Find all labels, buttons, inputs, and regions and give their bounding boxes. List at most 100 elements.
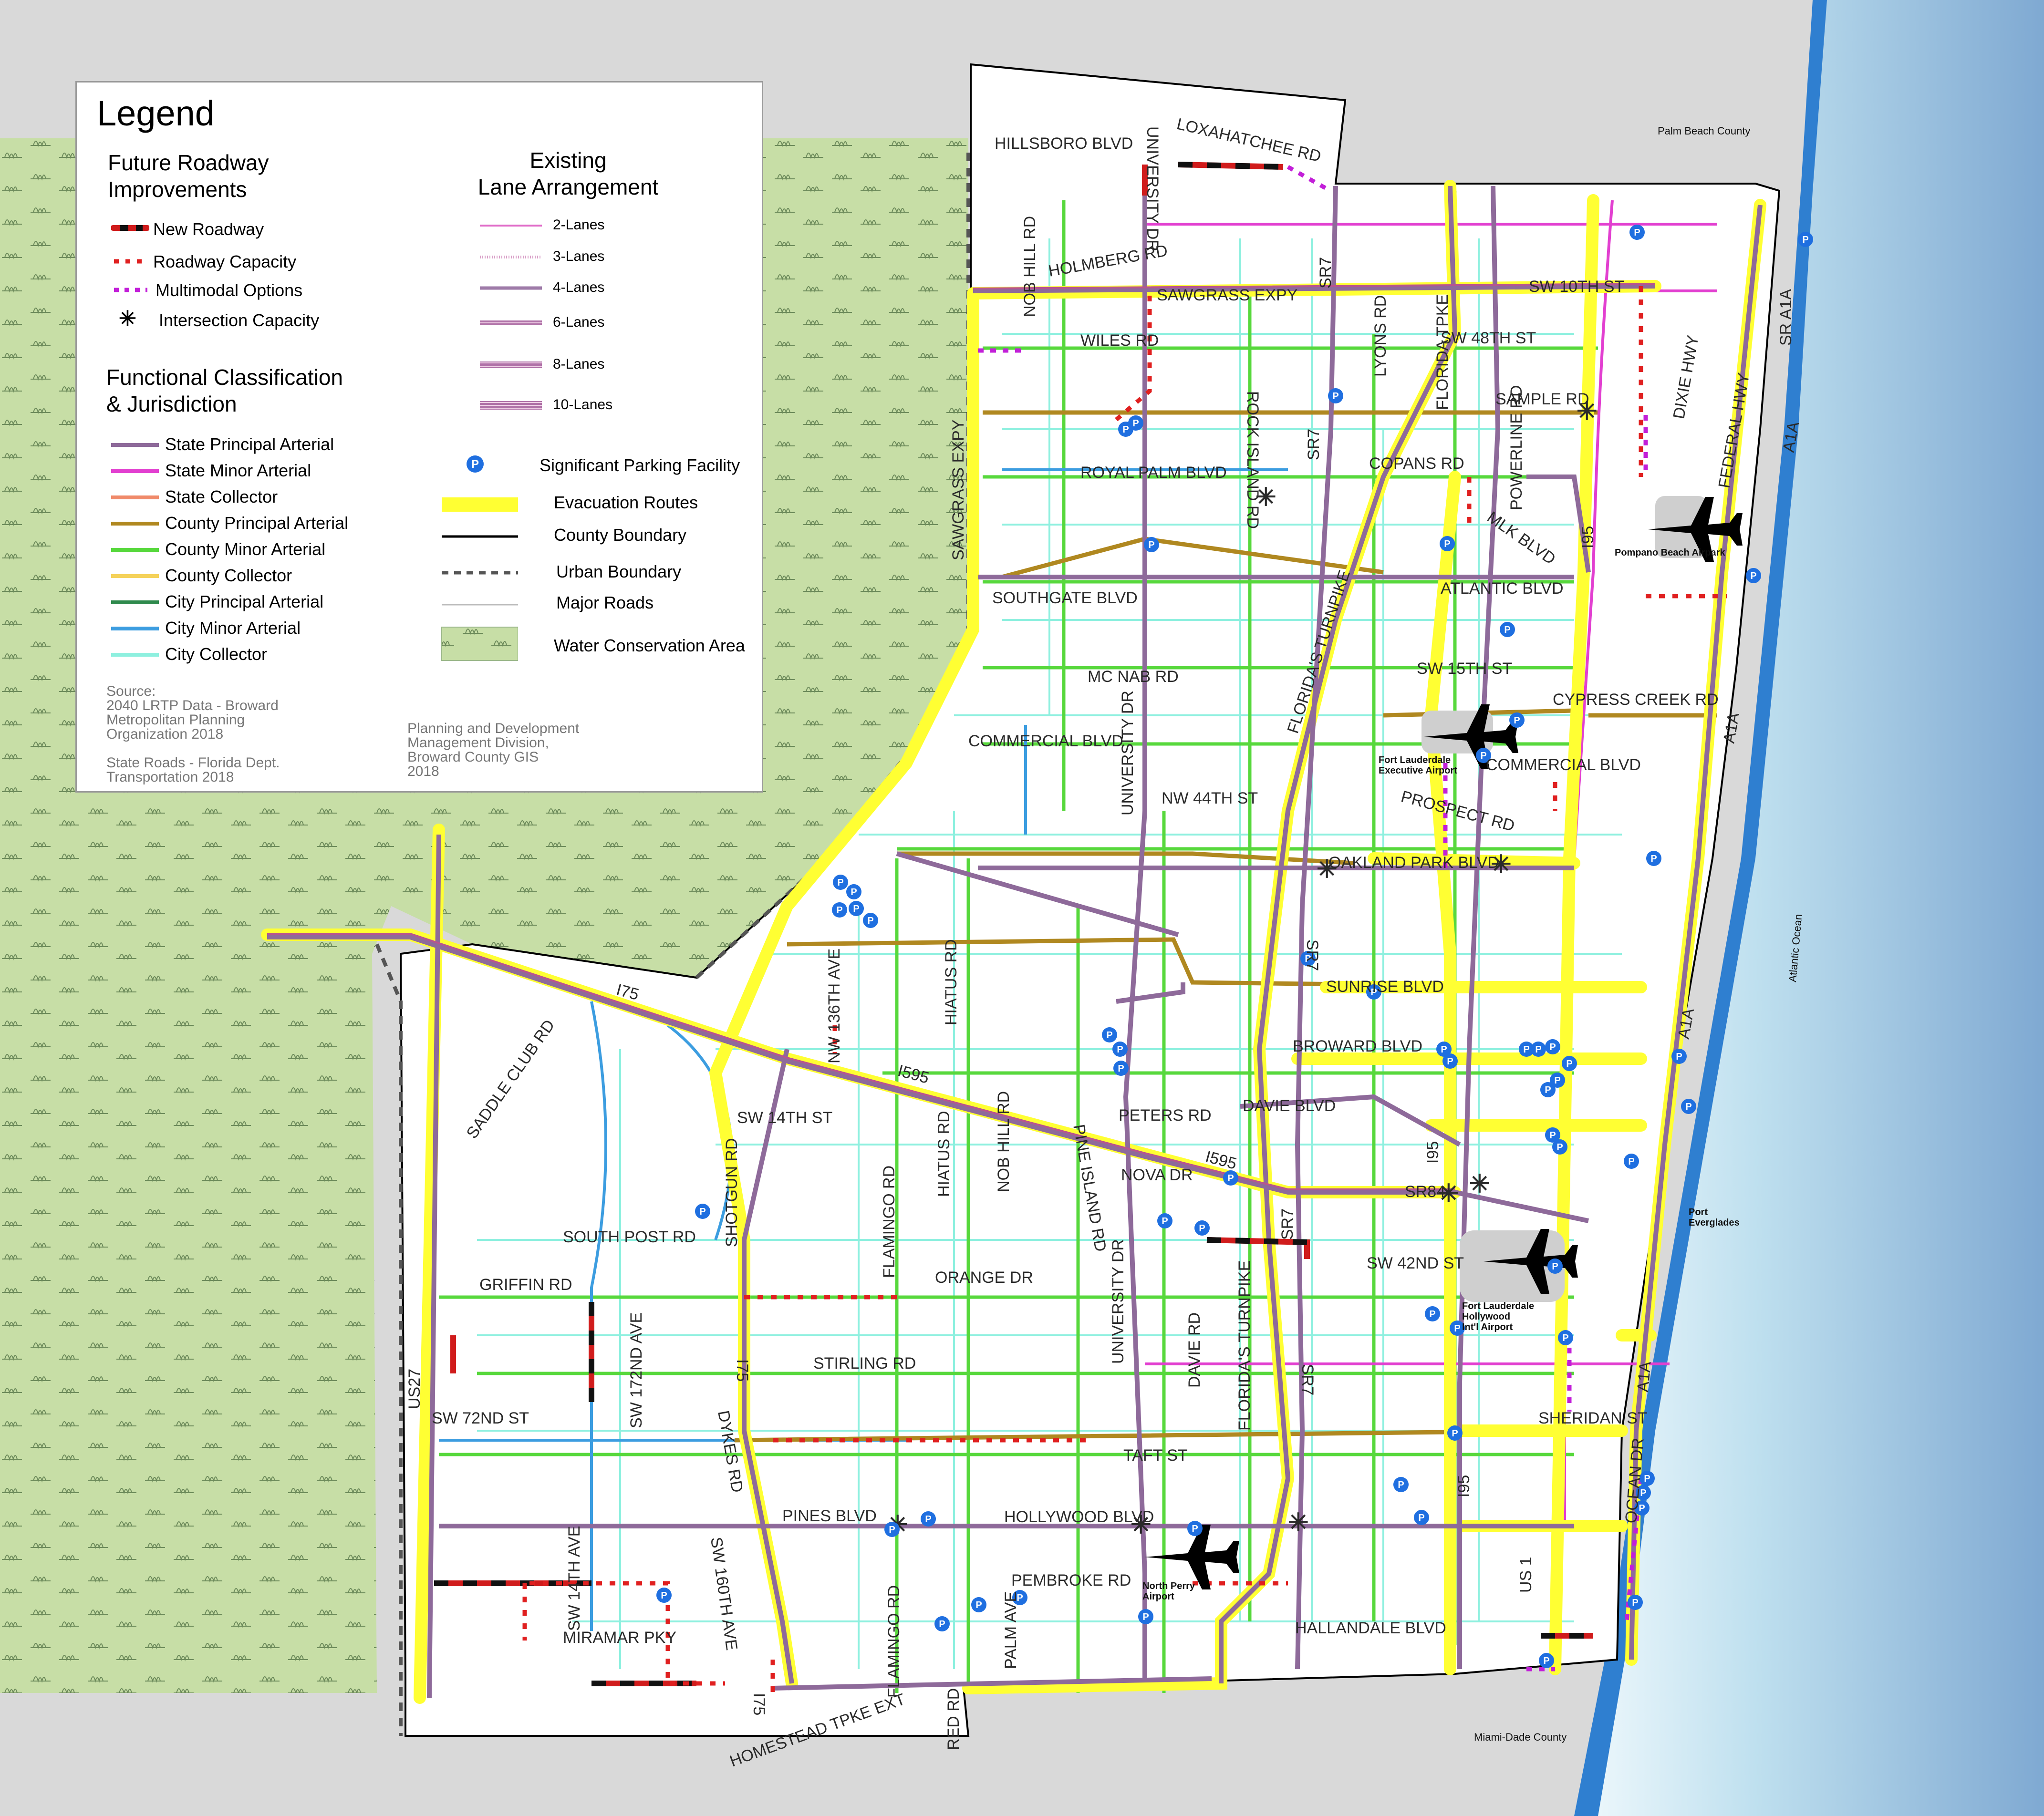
parking-icon: P bbox=[1192, 1524, 1198, 1534]
road-label: A1A bbox=[1634, 1361, 1654, 1393]
parking-icon: P bbox=[1634, 227, 1640, 238]
parking-icon: P bbox=[1398, 1480, 1404, 1490]
road-label: LYONS RD bbox=[1371, 295, 1390, 377]
svg-text:✳: ✳ bbox=[1255, 484, 1276, 511]
source-line: 2018 bbox=[407, 764, 439, 779]
functional-class-swatch bbox=[111, 574, 159, 578]
parking-icon: P bbox=[1142, 1612, 1149, 1622]
road-label: US 1 bbox=[1517, 1557, 1535, 1593]
road-label: DAVIE RD bbox=[1185, 1312, 1204, 1388]
state-principal-arterials bbox=[267, 176, 1763, 1698]
plane-icon bbox=[1145, 1525, 1239, 1589]
palm-beach-county-label: Palm Beach County bbox=[1658, 125, 1750, 137]
road-label: I95 bbox=[1424, 1141, 1442, 1164]
parking-icon: P bbox=[851, 887, 857, 898]
road-label: BROWARD BLVD bbox=[1293, 1037, 1422, 1055]
parking-icon: P bbox=[1802, 235, 1808, 245]
source-line: Source: bbox=[106, 683, 156, 699]
roadway-capacity-swatch bbox=[114, 259, 147, 264]
parking-icon: P bbox=[889, 1525, 895, 1535]
legend-6-lanes: 6-Lanes bbox=[553, 314, 605, 330]
heading-line: Existing bbox=[529, 148, 607, 173]
parking-icon: P bbox=[1132, 418, 1139, 429]
svg-text:✳: ✳ bbox=[1469, 1170, 1490, 1198]
parking-icon: P bbox=[1452, 1428, 1458, 1439]
parking-icon: P bbox=[1562, 1333, 1568, 1343]
legend-evacuation: Evacuation Routes bbox=[554, 493, 698, 512]
heading-line: & Jurisdiction bbox=[106, 392, 237, 416]
airport-icons bbox=[1145, 497, 1743, 1589]
road-label: POWERLINE RD bbox=[1507, 385, 1525, 510]
parking-icon: P bbox=[1750, 571, 1756, 581]
parking-icon: P bbox=[1429, 1309, 1435, 1320]
svg-text:✳: ✳ bbox=[1491, 851, 1512, 878]
road-label: PEMBROKE RD bbox=[1011, 1571, 1131, 1589]
parking-icon: P bbox=[1640, 1488, 1646, 1498]
parking-icon: P bbox=[1148, 540, 1154, 550]
road-label: SUNRISE BLVD bbox=[1326, 978, 1444, 996]
road-label: UNIVERSITY DR bbox=[1109, 1239, 1127, 1364]
legend-roadway-capacity: Roadway Capacity bbox=[153, 252, 297, 271]
road-label: FLAMINGO RD bbox=[880, 1166, 898, 1278]
legend-multimodal-options: Multimodal Options bbox=[156, 280, 303, 300]
road-label: SW 72ND ST bbox=[432, 1409, 529, 1427]
parking-icon: P bbox=[1535, 1044, 1541, 1055]
parking-icon: P bbox=[1199, 1223, 1205, 1234]
parking-icon: P bbox=[1227, 1173, 1234, 1184]
parking-icon: P bbox=[1118, 1063, 1124, 1074]
airport-label: North Perry Airport bbox=[1142, 1581, 1198, 1602]
functional-class-label: City Minor Arterial bbox=[165, 618, 301, 638]
road-label: I75 bbox=[733, 1359, 751, 1382]
airport-label-line: Int'l Airport bbox=[1462, 1322, 1513, 1332]
parking-icon: P bbox=[699, 1207, 706, 1217]
road-label: SW 42ND ST bbox=[1367, 1254, 1464, 1272]
heading-line: Lane Arrangement bbox=[477, 175, 659, 199]
source-line: Organization 2018 bbox=[106, 726, 224, 742]
road-label: STIRLING RD bbox=[813, 1354, 916, 1372]
functional-class-swatch bbox=[111, 627, 159, 630]
multi-lane-highways bbox=[267, 283, 1656, 1190]
road-label: SHOTGUN RD bbox=[723, 1138, 741, 1247]
parking-icon: P bbox=[853, 904, 859, 914]
source-line: Metropolitan Planning bbox=[106, 712, 245, 728]
functional-class-swatch bbox=[111, 495, 159, 499]
road-label: FLORIDA'S TURNPIKE bbox=[1235, 1260, 1254, 1431]
legend-4-lanes: 4-Lanes bbox=[553, 279, 605, 295]
parking-icon: P bbox=[1454, 1323, 1460, 1334]
legend-10-lanes: 10-Lanes bbox=[553, 397, 613, 413]
parking-icon: P bbox=[975, 1600, 982, 1610]
county-minor-arterials bbox=[439, 191, 1598, 1693]
new-roadways bbox=[434, 162, 1593, 1686]
svg-text:✳: ✳ bbox=[1131, 1511, 1152, 1539]
heading-line: Functional Classification bbox=[106, 365, 343, 390]
parking-icon: P bbox=[1444, 539, 1450, 549]
parking-glyph: P bbox=[471, 458, 479, 471]
airport-label-line: Executive Airport bbox=[1379, 765, 1457, 776]
road-label: NW 136TH AVE bbox=[825, 949, 843, 1063]
road-label: PINES BLVD bbox=[782, 1507, 877, 1525]
road-label: WILES RD bbox=[1080, 331, 1159, 350]
lane-arrangement-heading: Existing Lane Arrangement bbox=[444, 147, 692, 200]
road-label: SW 48TH ST bbox=[1441, 329, 1536, 347]
airport-label-line: Fort Lauderdale bbox=[1379, 755, 1451, 765]
road-label: HILLSBORO BLVD bbox=[995, 134, 1133, 153]
multimodal-options bbox=[978, 165, 1648, 1672]
svg-text:✳: ✳ bbox=[1438, 1180, 1459, 1207]
legend-new-roadway: New Roadway bbox=[153, 219, 264, 239]
road-label: SOUTHGATE BLVD bbox=[992, 589, 1138, 607]
road-label: SAWGRASS EXPY bbox=[1157, 286, 1297, 304]
functional-class-label: State Principal Arterial bbox=[165, 434, 334, 454]
road-label: SR A1A bbox=[1777, 289, 1795, 346]
new-roadway-swatch bbox=[111, 225, 149, 231]
road-label: SW 14TH AVE bbox=[565, 1526, 583, 1631]
parking-icon: P bbox=[1685, 1102, 1691, 1112]
legend-parking: Significant Parking Facility bbox=[540, 455, 740, 475]
parking-icon: P bbox=[1441, 1044, 1447, 1055]
parking-icon: P bbox=[1504, 625, 1510, 635]
road-label: SW 15TH ST bbox=[1417, 660, 1512, 678]
svg-text:✳: ✳ bbox=[1317, 856, 1338, 883]
parking-icon: P bbox=[1122, 424, 1129, 435]
road-label: UNIVERSITY DR bbox=[1143, 126, 1162, 251]
road-label: SAWGRASS EXPY bbox=[949, 420, 967, 560]
